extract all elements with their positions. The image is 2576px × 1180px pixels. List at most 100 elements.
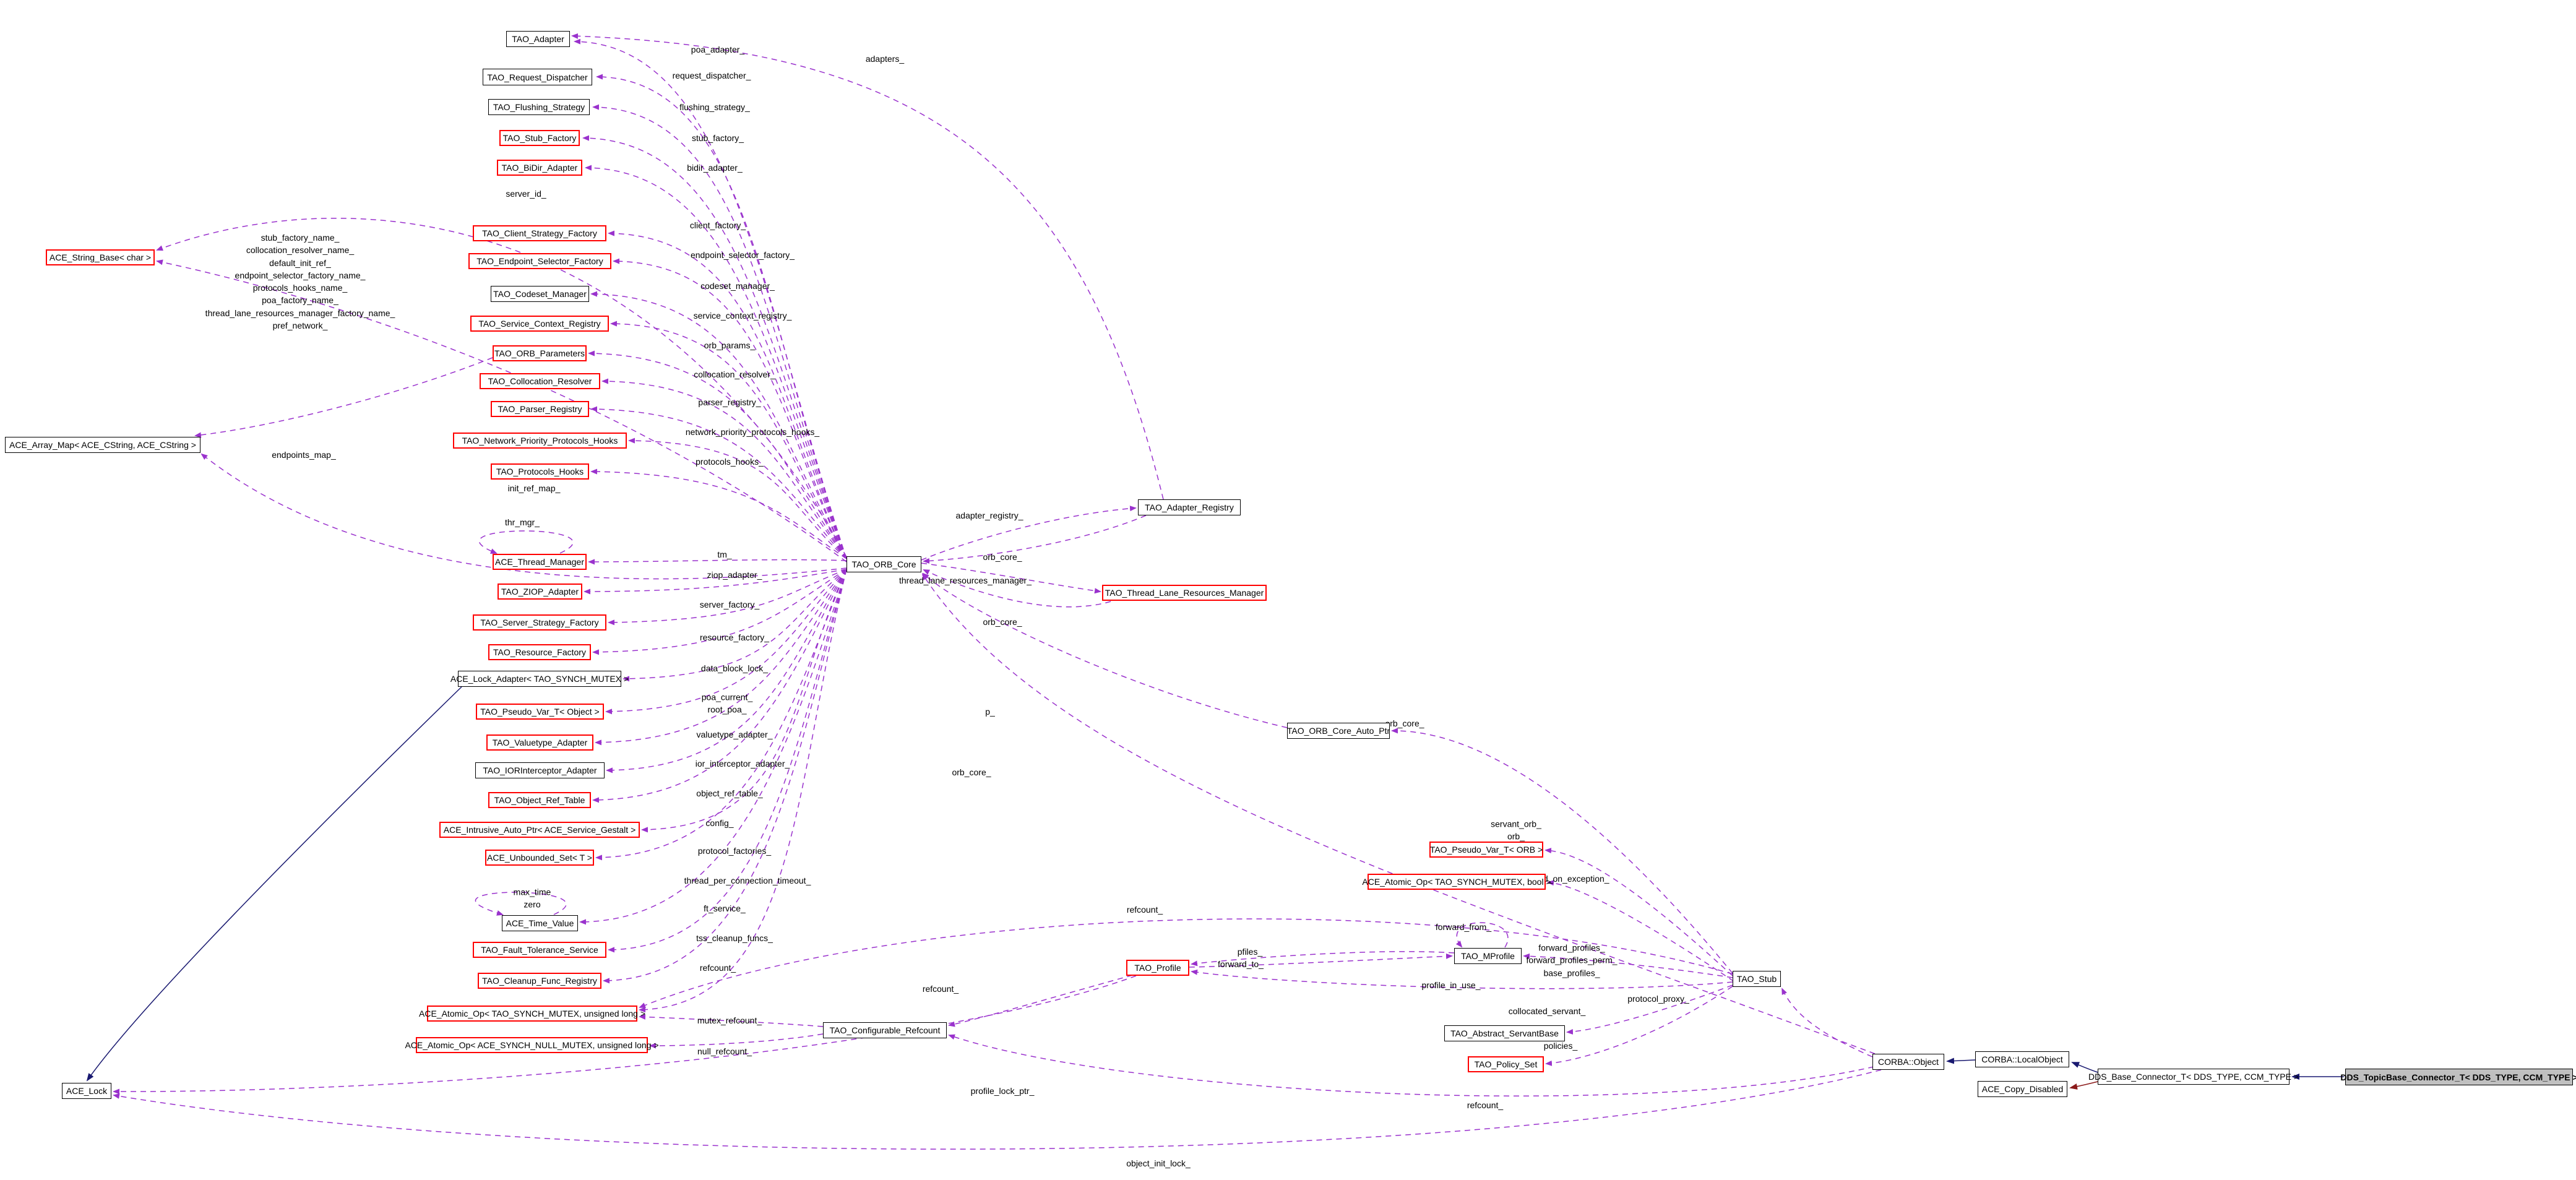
node-tao-stub-factory[interactable]: TAO_Stub_Factory xyxy=(499,130,580,146)
node-tao-flushing-strategy[interactable]: TAO_Flushing_Strategy xyxy=(488,99,590,115)
edge-member-54 xyxy=(948,975,1133,1027)
edge-member-19 xyxy=(622,569,847,682)
node-tao-stub[interactable]: TAO_Stub xyxy=(1733,971,1781,987)
node-tao-client-strategy-factory[interactable]: TAO_Client_Strategy_Factory xyxy=(473,225,606,241)
node-tao-pseudo-var-t-orb[interactable]: TAO_Pseudo_Var_T< ORB > xyxy=(1429,842,1543,858)
node-tao-orb-parameters[interactable]: TAO_ORB_Parameters xyxy=(493,345,587,361)
node-tao-resource-factory[interactable]: TAO_Resource_Factory xyxy=(488,644,591,660)
edge-member-46 xyxy=(1523,953,1733,978)
edge-member-29 xyxy=(639,569,847,1013)
node-tao-mprofile[interactable]: TAO_MProfile xyxy=(1454,948,1522,964)
edge-member-52 xyxy=(1545,986,1733,1066)
edge-member-20 xyxy=(605,569,847,715)
edge-member-13 xyxy=(628,437,847,559)
node-tao-service-context-registry[interactable]: TAO_Service_Context_Registry xyxy=(470,316,609,332)
node-tao-cleanup-func-registry[interactable]: TAO_Cleanup_Func_Registry xyxy=(478,973,601,989)
edge-member-23 xyxy=(592,569,847,803)
edge-member-4 xyxy=(582,135,847,559)
node-ace-atomic-op-null-ulong[interactable]: ACE_Atomic_Op< ACE_SYNCH_NULL_MUTEX, uns… xyxy=(405,1037,659,1053)
node-tao-thread-lane-resources-manager[interactable]: TAO_Thread_Lane_Resources_Manager xyxy=(1102,585,1267,601)
edge-member-14 xyxy=(590,468,847,559)
edge-member-16 xyxy=(584,569,847,595)
edge-member-32 xyxy=(194,357,493,438)
node-dds-topicbase-connector: DDS_TopicBase_Connector_T< DDS_TYPE, CCM… xyxy=(2340,1069,2576,1085)
edge-member-38 xyxy=(921,562,1101,594)
node-tao-orb-core[interactable]: TAO_ORB_Core xyxy=(846,556,921,572)
edge-member-0 xyxy=(571,33,1164,500)
edge-member-12 xyxy=(590,406,847,559)
edge-member-59 xyxy=(113,1069,1882,1150)
node-tao-policy-set[interactable]: TAO_Policy_Set xyxy=(1468,1056,1544,1072)
node-tao-fault-tolerance-service[interactable]: TAO_Fault_Tolerance_Service xyxy=(473,942,606,958)
edge-member-11 xyxy=(601,378,847,559)
node-ace-intrusive-auto-ptr[interactable]: ACE_Intrusive_Auto_Ptr< ACE_Service_Gest… xyxy=(439,822,640,838)
edge-member-28 xyxy=(603,569,847,984)
node-tao-request-dispatcher[interactable]: TAO_Request_Dispatcher xyxy=(483,69,592,85)
node-ace-time-value[interactable]: ACE_Time_Value xyxy=(502,915,578,931)
edge-member-44 xyxy=(1544,848,1733,976)
node-tao-valuetype-adapter[interactable]: TAO_Valuetype_Adapter xyxy=(486,734,593,751)
edge-member-22 xyxy=(606,569,847,773)
node-ace-atomic-op-mutex-ulong[interactable]: ACE_Atomic_Op< TAO_SYNCH_MUTEX, unsigned… xyxy=(419,1006,645,1022)
node-ace-copy-disabled[interactable]: ACE_Copy_Disabled xyxy=(1978,1081,2067,1097)
edge-member-9 xyxy=(610,321,847,559)
node-tao-server-strategy-factory[interactable]: TAO_Server_Strategy_Factory xyxy=(473,614,606,631)
edge-member-39 xyxy=(923,569,1111,608)
node-corba-object[interactable]: CORBA::Object xyxy=(1872,1054,1944,1070)
edge-member-30 xyxy=(156,217,847,558)
edge-member-27 xyxy=(608,569,847,953)
node-corba-localobject[interactable]: CORBA::LocalObject xyxy=(1975,1051,2069,1067)
node-ace-thread-manager[interactable]: ACE_Thread_Manager xyxy=(493,554,587,570)
edge-member-8 xyxy=(590,291,847,559)
edge-member-47 xyxy=(1455,922,1509,948)
node-tao-profile[interactable]: TAO_Profile xyxy=(1126,960,1189,976)
edge-member-31 xyxy=(156,259,847,562)
edge-inherit-60 xyxy=(1946,1057,1976,1064)
edge-member-2 xyxy=(596,74,847,559)
edge-member-49 xyxy=(1191,951,1455,967)
edge-member-45 xyxy=(1547,880,1734,982)
node-tao-bidir-adapter[interactable]: TAO_BiDir_Adapter xyxy=(497,160,582,176)
node-tao-adapter-registry[interactable]: TAO_Adapter_Registry xyxy=(1138,499,1241,515)
node-tao-endpoint-selector-factory[interactable]: TAO_Endpoint_Selector_Factory xyxy=(468,253,611,269)
node-tao-orb-core-auto-ptr[interactable]: TAO_ORB_Core_Auto_Ptr xyxy=(1287,723,1390,739)
node-tao-object-ref-table[interactable]: TAO_Object_Ref_Table xyxy=(488,792,591,808)
edge-member-53 xyxy=(639,918,1733,1008)
edge-inherit-61 xyxy=(2071,1062,2098,1073)
edge-member-26 xyxy=(579,569,847,925)
node-ace-string-base-char[interactable]: ACE_String_Base< char > xyxy=(46,249,155,265)
edge-member-57 xyxy=(649,1033,824,1049)
edge-member-42 xyxy=(921,573,1876,1054)
edge-member-25 xyxy=(595,569,847,861)
node-tao-pseudo-var-t-object[interactable]: TAO_Pseudo_Var_T< Object > xyxy=(476,704,604,720)
node-tao-protocols-hooks[interactable]: TAO_Protocols_Hooks xyxy=(491,463,589,480)
edge-private-62 xyxy=(2069,1081,2098,1090)
node-tao-iorinterceptor-adapter[interactable]: TAO_IORInterceptor_Adapter xyxy=(475,762,605,778)
edge-member-18 xyxy=(592,569,847,655)
edge-member-55 xyxy=(948,1034,1874,1096)
node-ace-lock-adapter-tao-synch-mutex[interactable]: ACE_Lock_Adapter< TAO_SYNCH_MUTEX > xyxy=(450,671,629,687)
edge-member-40 xyxy=(1391,728,1733,974)
node-ace-unbounded-set[interactable]: ACE_Unbounded_Set< T > xyxy=(485,850,594,866)
node-tao-parser-registry[interactable]: TAO_Parser_Registry xyxy=(491,401,589,417)
node-tao-configurable-refcount[interactable]: TAO_Configurable_Refcount xyxy=(823,1022,947,1038)
edge-member-24 xyxy=(641,569,847,833)
node-tao-ziop-adapter[interactable]: TAO_ZIOP_Adapter xyxy=(498,584,582,600)
node-tao-adapter[interactable]: TAO_Adapter xyxy=(506,31,570,47)
node-tao-abstract-servantbase[interactable]: TAO_Abstract_ServantBase xyxy=(1444,1025,1565,1041)
edge-member-51 xyxy=(1566,984,1733,1035)
node-tao-collocation-resolver[interactable]: TAO_Collocation_Resolver xyxy=(480,373,600,389)
node-ace-array-map[interactable]: ACE_Array_Map< ACE_CString, ACE_CString … xyxy=(5,437,200,453)
node-dds-base-connector[interactable]: DDS_Base_Connector_T< DDS_TYPE, CCM_TYPE… xyxy=(2088,1069,2299,1085)
edge-inherit-64 xyxy=(86,686,462,1082)
node-ace-lock[interactable]: ACE_Lock xyxy=(62,1083,111,1099)
node-tao-network-priority-protocols-hooks[interactable]: TAO_Network_Priority_Protocols_Hooks xyxy=(453,433,627,449)
edge-member-48 xyxy=(1191,969,1733,989)
node-ace-atomic-op-mutex-bool[interactable]: ACE_Atomic_Op< TAO_SYNCH_MUTEX, bool > xyxy=(1362,874,1551,890)
node-tao-codeset-manager[interactable]: TAO_Codeset_Manager xyxy=(491,286,589,302)
edge-member-50 xyxy=(1189,953,1453,968)
edge-member-58 xyxy=(113,975,1137,1095)
edge-member-43 xyxy=(1781,988,1873,1057)
